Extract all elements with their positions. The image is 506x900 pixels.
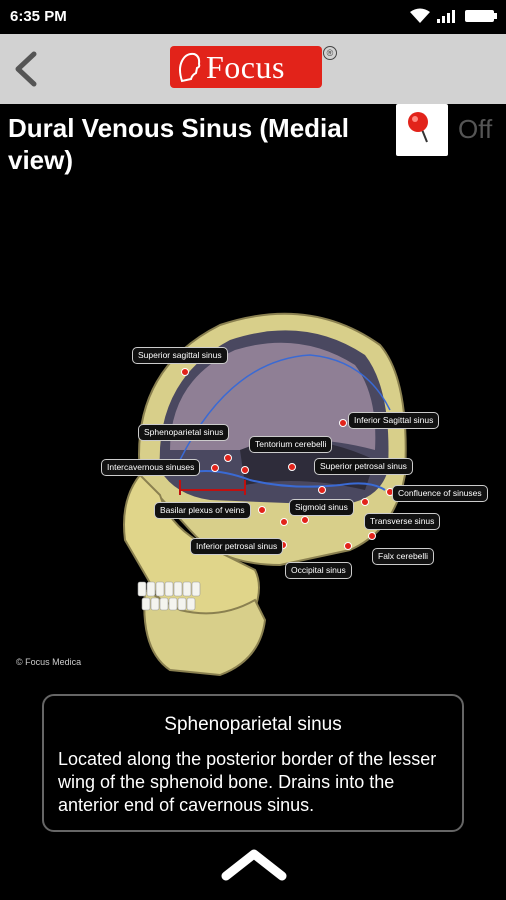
- label-basilar-plexus-of-veins[interactable]: Basilar plexus of veins: [154, 502, 251, 519]
- label-intercavernous-sinuses[interactable]: Intercavernous sinuses: [101, 459, 201, 476]
- focus-logo: Focus: [170, 46, 322, 88]
- app-header: Focus ®: [0, 34, 506, 104]
- pin-toggle-label: Off: [458, 114, 493, 144]
- label-occipital-sinus[interactable]: Occipital sinus: [285, 562, 352, 579]
- label-inferior-sagittal-sinus[interactable]: Inferior Sagittal sinus: [348, 412, 440, 429]
- page-title: Dural Venous Sinus (Medial view): [8, 113, 349, 175]
- battery-icon: [465, 10, 497, 22]
- info-description: Located along the posterior border of th…: [58, 749, 437, 815]
- chevron-up-icon[interactable]: [220, 846, 288, 882]
- wifi-icon: [410, 8, 430, 23]
- label-confluence-of-sinuses[interactable]: Confluence of sinuses: [392, 485, 488, 502]
- status-bar: 6:35 PM: [0, 0, 506, 34]
- signal-icon: [437, 10, 455, 23]
- label-inferior-petrosal-sinus[interactable]: Inferior petrosal sinus: [190, 538, 284, 555]
- label-superior-petrosal-sinus[interactable]: Superior petrosal sinus: [314, 458, 413, 475]
- head-icon: [179, 52, 201, 83]
- label-transverse-sinus[interactable]: Transverse sinus: [364, 513, 441, 530]
- copyright-text: © Focus Medica: [16, 657, 82, 667]
- pin-toggle-button[interactable]: [396, 104, 448, 156]
- label-superior-sagittal-sinus[interactable]: Superior sagittal sinus: [132, 347, 228, 364]
- label-tentorium-cerebelli[interactable]: Tentorium cerebelli: [249, 436, 333, 453]
- chevron-left-icon[interactable]: [10, 48, 42, 90]
- map-pin-icon: [408, 112, 428, 143]
- status-icons: [410, 8, 498, 24]
- info-card: Sphenoparietal sinus Located along the p…: [42, 694, 464, 832]
- logo-text: Focus: [206, 49, 285, 85]
- label-sigmoid-sinus[interactable]: Sigmoid sinus: [289, 499, 354, 516]
- info-heading: Sphenoparietal sinus: [164, 714, 342, 735]
- registered-mark: ®: [323, 46, 337, 60]
- status-time: 6:35 PM: [10, 8, 67, 25]
- label-sphenoparietal-sinus[interactable]: Sphenoparietal sinus: [138, 424, 230, 441]
- label-falx-cerebelli[interactable]: Falx cerebelli: [372, 548, 435, 565]
